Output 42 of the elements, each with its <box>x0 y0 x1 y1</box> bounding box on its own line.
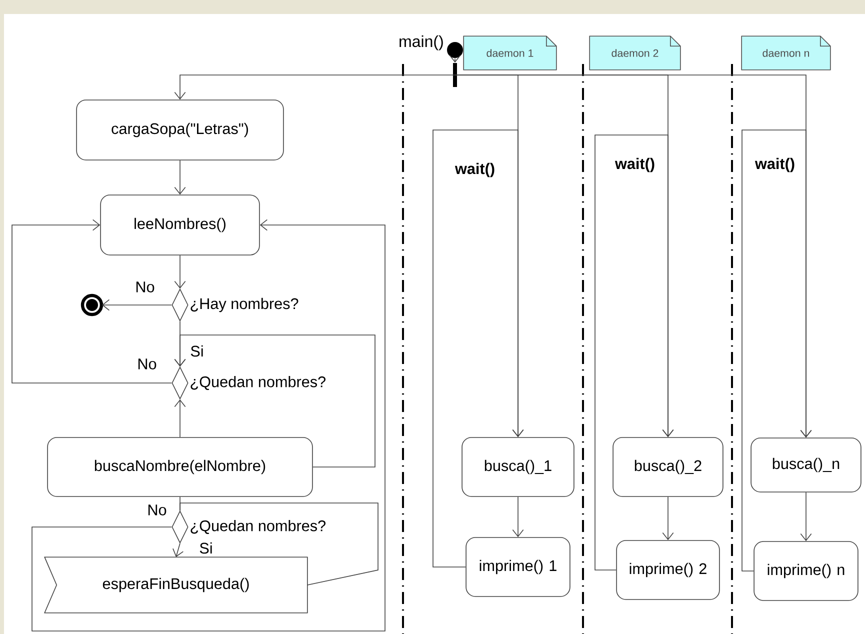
edge-label: Si <box>200 542 212 554</box>
arrow <box>174 254 186 289</box>
activity-box: busca()_n <box>750 438 862 492</box>
node-caption: main() <box>400 35 443 50</box>
arrow <box>102 299 172 311</box>
arrow <box>172 543 184 558</box>
arrow <box>174 399 186 438</box>
edge-label: No <box>138 358 156 370</box>
arrow <box>512 496 524 538</box>
edge-label: No <box>148 504 166 516</box>
arrow <box>174 74 456 100</box>
arrow <box>662 496 674 540</box>
edge-label: wait() <box>614 158 654 172</box>
arrow <box>432 130 524 568</box>
decision-label: ¿Quedan nombres? <box>190 376 326 390</box>
end-circle <box>80 294 104 316</box>
note: daemon n <box>741 36 831 70</box>
activity-box: busca()_2 <box>612 437 724 497</box>
activity-box: busca()_1 <box>462 437 574 497</box>
decision-label: ¿Quedan nombres? <box>190 520 326 534</box>
activity-box: imprime() 1 <box>466 537 570 597</box>
edge-label: wait() <box>754 158 794 172</box>
activity-box: cargaSopa("Letras") <box>76 100 284 160</box>
arrow <box>742 130 812 572</box>
arrow <box>12 219 172 384</box>
wait-box: esperaFinBusqueda() <box>44 556 308 614</box>
fork-bar <box>453 63 457 87</box>
edge-label: No <box>136 282 154 292</box>
edge-label: Si <box>190 345 203 357</box>
note: daemon 2 <box>589 36 681 70</box>
arrow <box>32 219 386 632</box>
arrow <box>800 492 812 542</box>
arrow <box>594 134 674 570</box>
activity-box: leeNombres() <box>100 194 260 256</box>
note: daemon 1 <box>463 36 557 70</box>
arrow <box>174 334 376 468</box>
arrow <box>174 160 186 195</box>
activity-box: imprime() 2 <box>616 540 720 600</box>
activity-box: buscaNombre(elNombre) <box>47 437 313 497</box>
edge-label: wait() <box>454 162 494 178</box>
decision-label: ¿Hay nombres? <box>190 298 298 312</box>
activity-box: imprime() n <box>754 541 858 601</box>
